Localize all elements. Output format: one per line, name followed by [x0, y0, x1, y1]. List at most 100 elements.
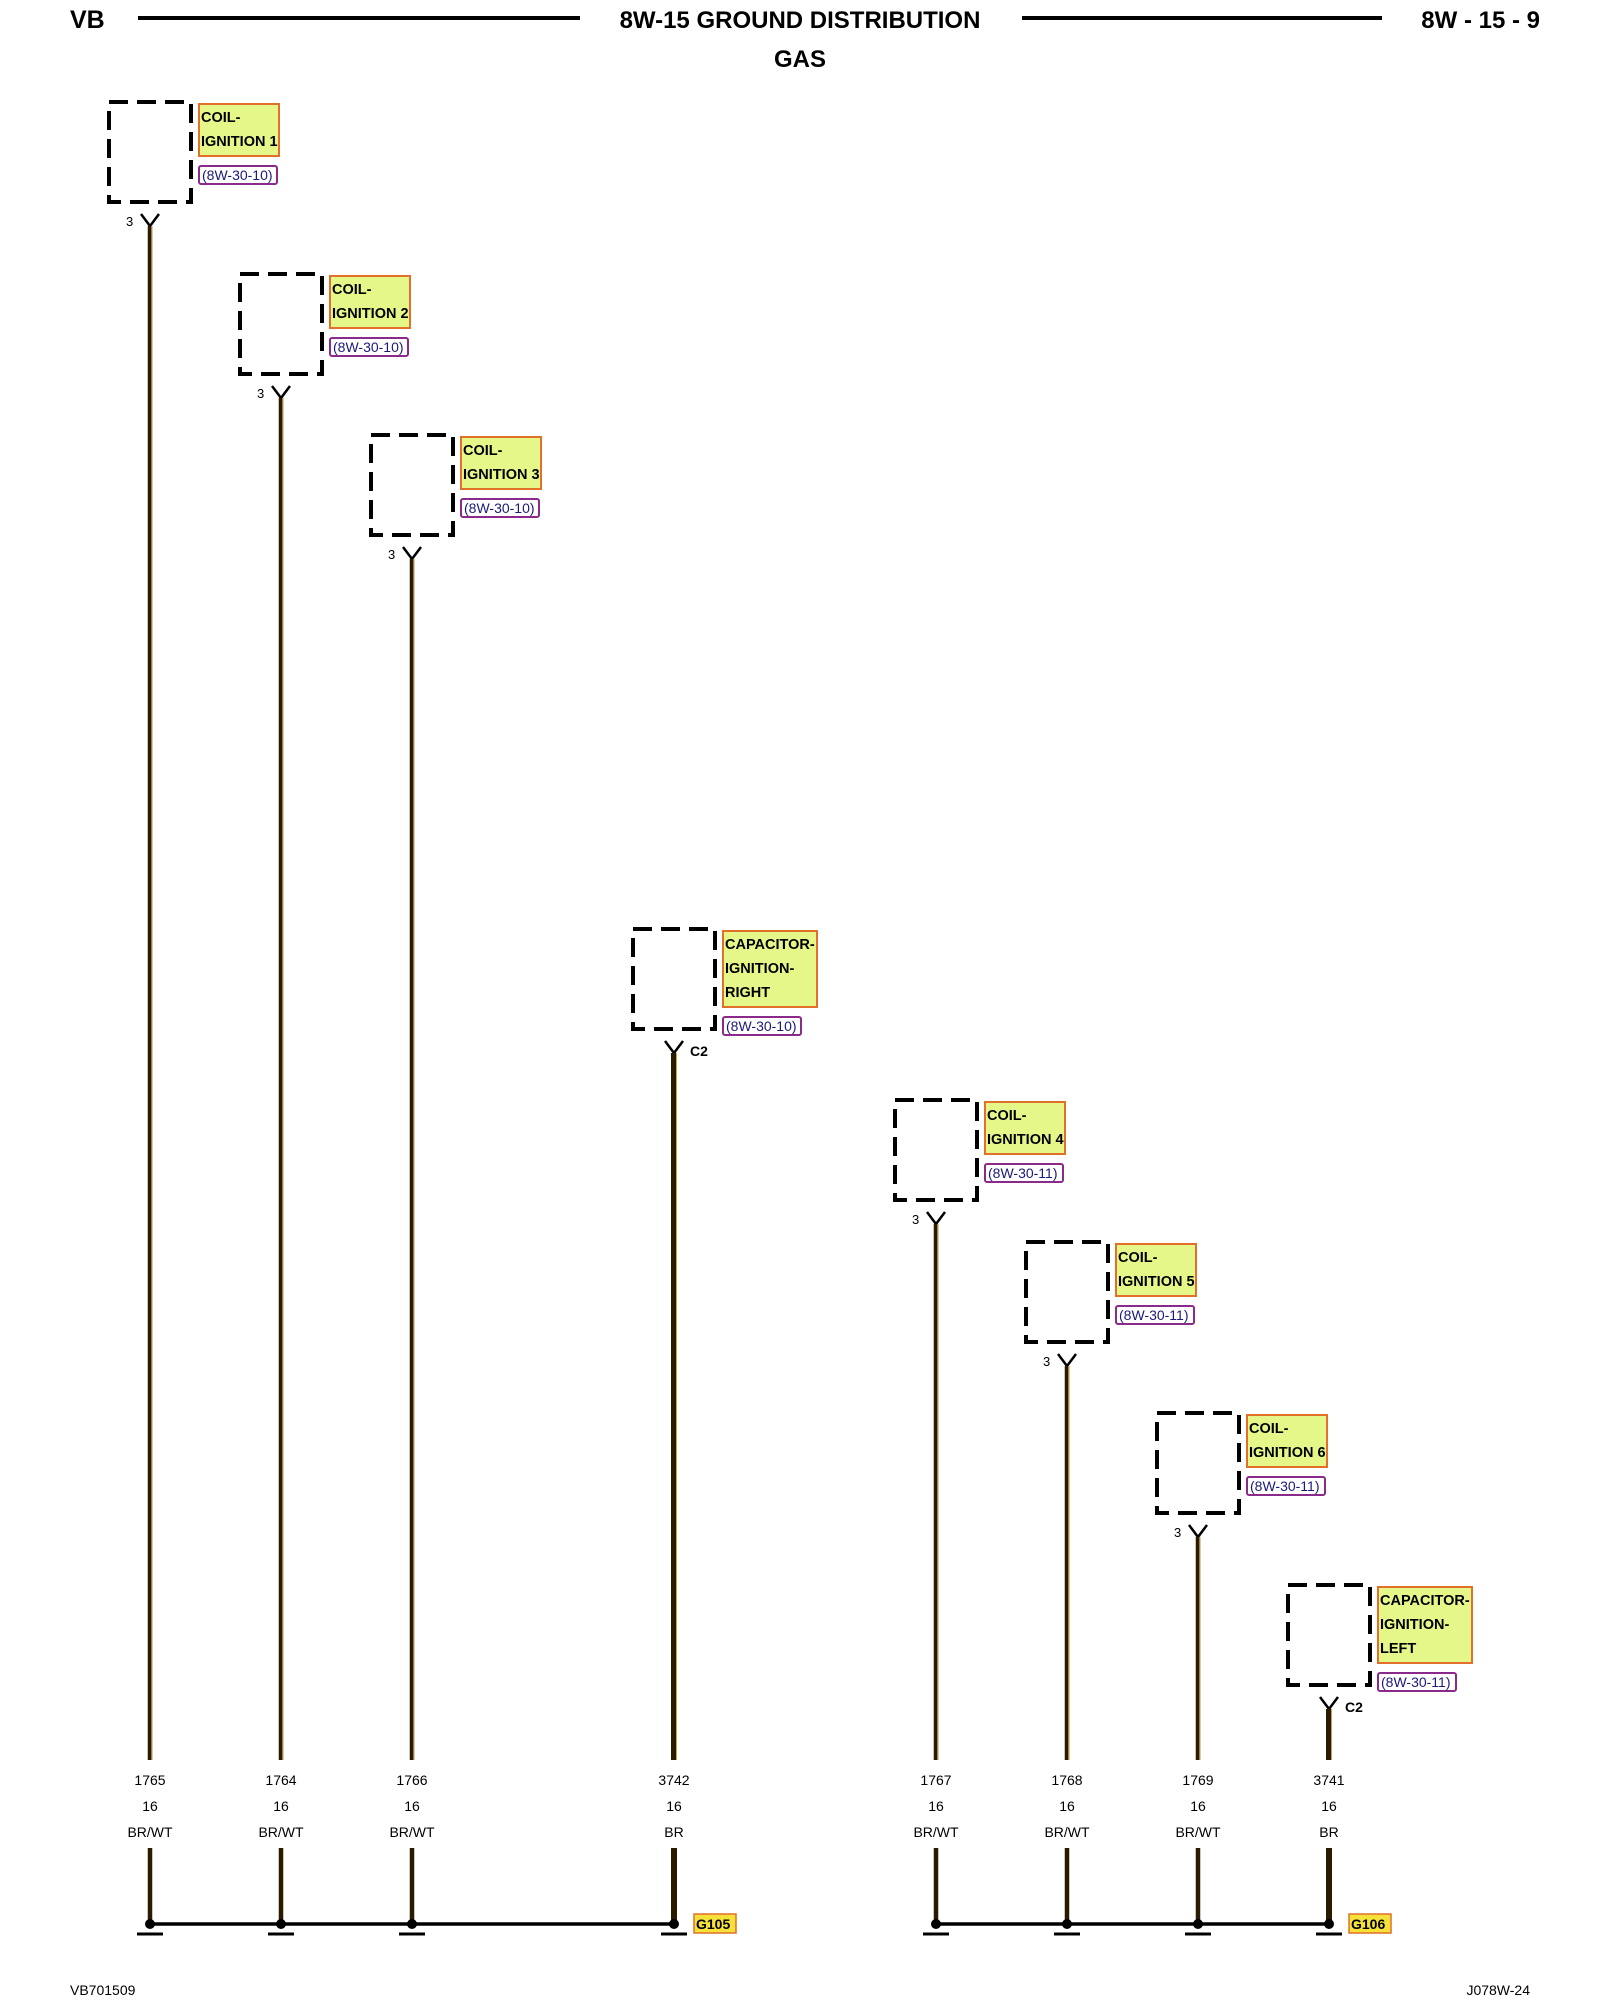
wire-gauge: 16 — [1059, 1798, 1075, 1814]
component-8: CAPACITOR- IGNITION- LEFT (8W-30-11) C2 3741 1… — [1286, 1583, 1473, 1936]
component-reference: (8W-30-11) — [1250, 1478, 1320, 1494]
reference-box — [1246, 1476, 1326, 1496]
reference-box — [198, 165, 278, 185]
pin-number: 3 — [257, 386, 264, 401]
connector-symbol — [1057, 1353, 1077, 1369]
wire-gauge: 16 — [666, 1798, 682, 1814]
page-title: 8W-15 GROUND DISTRIBUTION — [619, 7, 981, 34]
ground-label-bg — [1348, 1913, 1392, 1934]
component-name: COIL- — [1118, 1250, 1158, 1266]
component-box — [107, 100, 193, 204]
circuit-number: 1765 — [134, 1772, 165, 1788]
component-name: IGNITION- — [1380, 1617, 1449, 1633]
component-reference: (8W-30-11) — [1381, 1674, 1451, 1690]
connector-symbol — [926, 1211, 946, 1227]
component-name: IGNITION 6 — [1249, 1445, 1326, 1461]
circuit-number: 1769 — [1182, 1772, 1213, 1788]
header-rule-left — [138, 16, 580, 20]
circuit-number: 1766 — [396, 1772, 427, 1788]
wire-gauge: 16 — [928, 1798, 944, 1814]
connector-symbol — [664, 1040, 684, 1056]
component-name: COIL- — [201, 110, 241, 126]
wire-color: BR/WT — [1044, 1824, 1090, 1840]
component-name: IGNITION 2 — [332, 306, 409, 322]
reference-box — [1377, 1672, 1457, 1692]
wire-color: BR — [1319, 1824, 1338, 1840]
component-name: IGNITION 1 — [201, 134, 278, 150]
wire-color: BR/WT — [127, 1824, 173, 1840]
wire-gauge: 16 — [273, 1798, 289, 1814]
ground-g106: G106 — [936, 1913, 1392, 1934]
pin-number: 3 — [912, 1212, 919, 1227]
component-reference: (8W-30-10) — [464, 500, 535, 516]
circuit-number: 3742 — [658, 1772, 689, 1788]
component-label-bg — [329, 275, 411, 329]
component-label-bg — [1115, 1243, 1197, 1297]
page-subtitle: GAS — [773, 46, 826, 73]
wire-color: BR/WT — [389, 1824, 435, 1840]
component-name: IGNITION 4 — [987, 1132, 1064, 1148]
component-name: COIL- — [463, 443, 503, 459]
component-name: CAPACITOR- — [1380, 1593, 1470, 1609]
wire-gauge: 16 — [404, 1798, 420, 1814]
footer-right-code: J078W-24 — [1466, 1982, 1530, 1998]
component-label-bg — [1377, 1586, 1473, 1664]
pin-number: 3 — [126, 214, 133, 229]
wire-color: BR/WT — [913, 1824, 959, 1840]
connector-label: C2 — [1345, 1699, 1363, 1715]
wire-color: BR/WT — [1175, 1824, 1221, 1840]
connector-symbol — [1319, 1696, 1339, 1712]
header-rule-right — [1022, 16, 1382, 20]
circuit-number: 1767 — [920, 1772, 951, 1788]
wire-gauge: 16 — [1190, 1798, 1206, 1814]
component-label-bg — [1246, 1414, 1328, 1468]
ground-label-bg — [693, 1913, 737, 1934]
component-name: COIL- — [1249, 1421, 1289, 1437]
connector-symbol — [402, 546, 422, 562]
footer-left-code: VB701509 — [70, 1982, 136, 1998]
component-reference: (8W-30-11) — [988, 1165, 1058, 1181]
component-label-bg — [984, 1101, 1066, 1155]
connector-symbol — [271, 385, 291, 401]
component-label-bg — [722, 930, 818, 1008]
component-box — [631, 927, 717, 1031]
component-reference: (8W-30-10) — [202, 167, 273, 183]
wire-gauge: 16 — [142, 1798, 158, 1814]
component-reference: (8W-30-11) — [1119, 1307, 1189, 1323]
reference-box — [329, 337, 409, 357]
ground-label: G106 — [1351, 1916, 1385, 1932]
component-name: CAPACITOR- — [725, 937, 815, 953]
pin-number: 3 — [1174, 1525, 1181, 1540]
reference-box — [460, 498, 540, 518]
component-name: IGNITION 5 — [1118, 1274, 1195, 1290]
page-number: 8W - 15 - 9 — [1421, 7, 1540, 34]
circuit-number: 1768 — [1051, 1772, 1082, 1788]
component-name: IGNITION- — [725, 961, 794, 977]
connector-symbol — [1188, 1524, 1208, 1540]
component-label-bg — [460, 436, 542, 490]
component-name: LEFT — [1380, 1641, 1416, 1657]
reference-box — [722, 1016, 802, 1036]
circuit-number: 1764 — [265, 1772, 296, 1788]
circuit-number: 3741 — [1313, 1772, 1344, 1788]
reference-box — [984, 1163, 1064, 1183]
connector-label: C2 — [690, 1043, 708, 1059]
component-label-bg — [198, 103, 280, 157]
wire-gauge: 16 — [1321, 1798, 1337, 1814]
component-box — [1024, 1240, 1110, 1344]
component-box — [1286, 1583, 1372, 1687]
component-name: COIL- — [332, 282, 372, 298]
wire-color: BR/WT — [258, 1824, 304, 1840]
connector-symbol — [140, 213, 160, 229]
component-4: CAPACITOR-IGNITION-RIGHT(8W-30-10)C23742… — [631, 927, 818, 1936]
ground-label: G105 — [696, 1916, 730, 1932]
component-name: RIGHT — [725, 985, 770, 1001]
component-box — [238, 272, 324, 376]
